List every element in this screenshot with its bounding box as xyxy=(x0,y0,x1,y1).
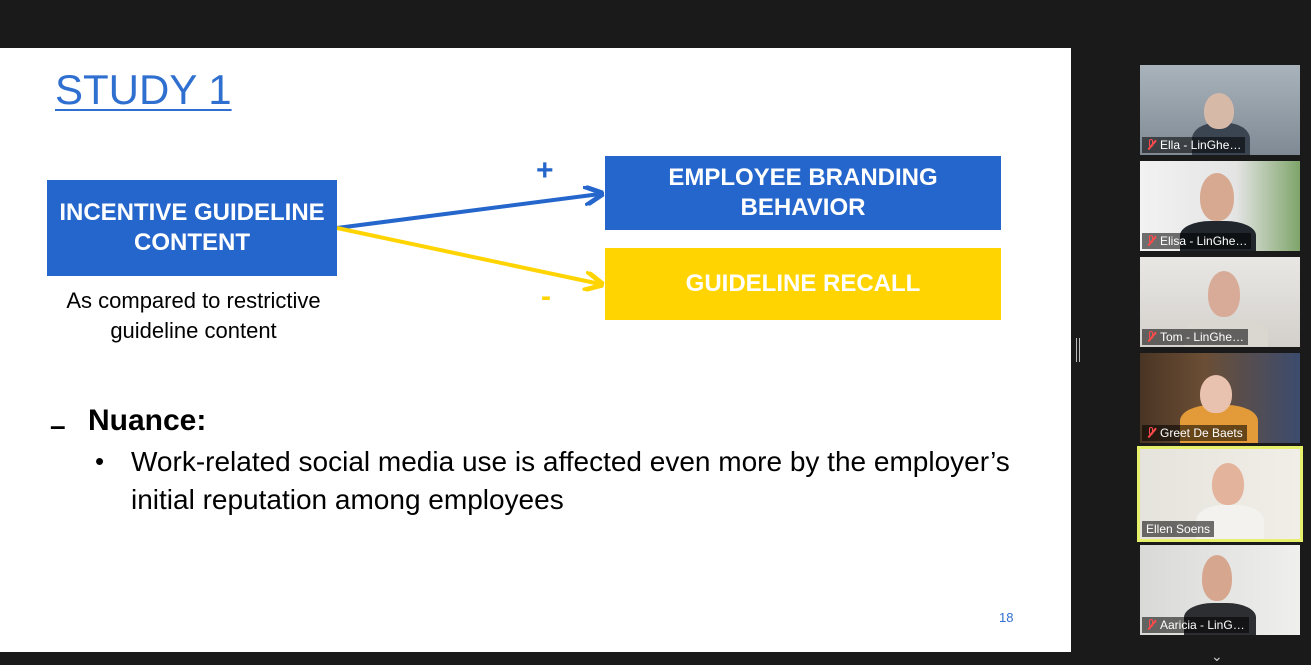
guideline-recall-box: GUIDELINE RECALL xyxy=(605,248,1001,320)
participant-tile[interactable]: Aaricia - LinG… xyxy=(1140,545,1300,635)
slide-title: STUDY 1 xyxy=(55,66,232,113)
participant-name-tag: Ellen Soens xyxy=(1142,521,1215,537)
participant-tile[interactable]: Elisa - LinGhe… xyxy=(1140,161,1300,251)
participant-name-tag: Aaricia - LinG… xyxy=(1142,617,1249,633)
participant-tile[interactable]: Greet De Baets xyxy=(1140,353,1300,443)
mic-muted-icon xyxy=(1146,235,1156,247)
mic-muted-icon xyxy=(1146,619,1156,631)
negative-sign: - xyxy=(541,280,551,313)
comparison-note: As compared to restrictive guideline con… xyxy=(66,288,321,343)
participant-tile-active-speaker[interactable]: Ellen Soens xyxy=(1137,446,1303,542)
bullet-text: Work-related social media use is affecte… xyxy=(131,446,1010,515)
page-number: 18 xyxy=(999,610,1014,625)
mic-muted-icon xyxy=(1146,139,1156,151)
mic-muted-icon xyxy=(1146,427,1156,439)
incentive-guideline-box: INCENTIVE GUIDELINE CONTENT xyxy=(47,180,337,276)
list-dash: – xyxy=(50,410,66,441)
nuance-heading: Nuance: xyxy=(88,404,207,437)
positive-sign: + xyxy=(536,154,554,187)
employee-branding-box: EMPLOYEE BRANDING BEHAVIOR xyxy=(605,156,1001,230)
positive-arrow xyxy=(336,194,600,230)
chevron-down-icon[interactable]: ⌄ xyxy=(1211,648,1223,664)
participant-name-tag: Elisa - LinGhe… xyxy=(1142,233,1252,249)
participant-name-tag: Tom - LinGhe… xyxy=(1142,329,1249,345)
participant-name-tag: Ella - LinGhe… xyxy=(1142,137,1246,153)
participant-tile[interactable]: Tom - LinGhe… xyxy=(1140,257,1300,347)
bullet-marker: • xyxy=(95,446,105,476)
relationship-arrows xyxy=(336,48,1071,652)
panel-resize-handle[interactable] xyxy=(1076,338,1080,362)
negative-arrow xyxy=(336,226,600,284)
participant-tile[interactable]: Ella - LinGhe… xyxy=(1140,65,1300,155)
shared-slide: STUDY 1 INCENTIVE GUIDELINE CONTENT As c… xyxy=(0,48,1071,652)
mic-muted-icon xyxy=(1146,331,1156,343)
participant-name-tag: Greet De Baets xyxy=(1142,425,1247,441)
